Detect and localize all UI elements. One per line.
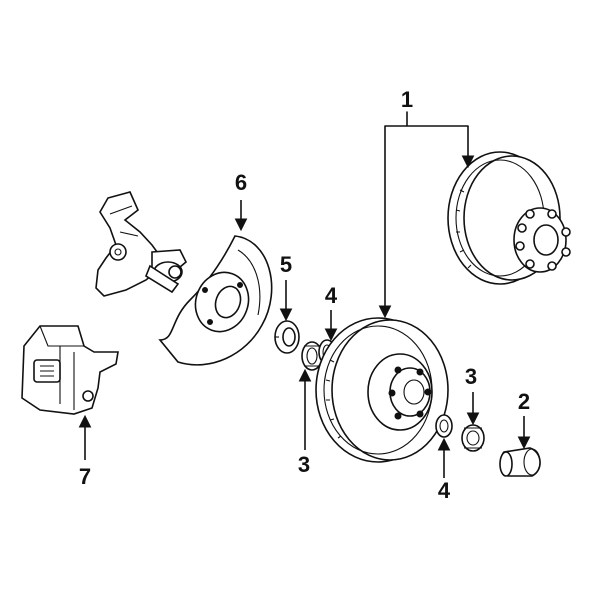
dust-cap [499, 447, 541, 477]
callout-leaders [78, 111, 531, 478]
dust-shield [158, 235, 273, 366]
callout-1: 1 [401, 87, 413, 112]
steering-knuckle [95, 191, 187, 297]
callout-5: 5 [280, 252, 292, 277]
outer-race [435, 414, 453, 438]
callout-4-lower: 4 [438, 478, 451, 503]
brake-rotor-upper [447, 151, 571, 285]
inner-bearing [301, 341, 323, 371]
callout-2: 2 [518, 389, 530, 414]
brake-caliper [21, 325, 119, 415]
brake-rotor-center [315, 317, 449, 463]
callout-4-upper: 4 [325, 283, 338, 308]
outer-bearing [461, 424, 485, 452]
callout-3-left: 3 [298, 452, 310, 477]
callout-3-right: 3 [465, 364, 477, 389]
callout-7: 7 [79, 464, 91, 489]
grease-seal [274, 320, 300, 354]
callout-6: 6 [235, 170, 247, 195]
